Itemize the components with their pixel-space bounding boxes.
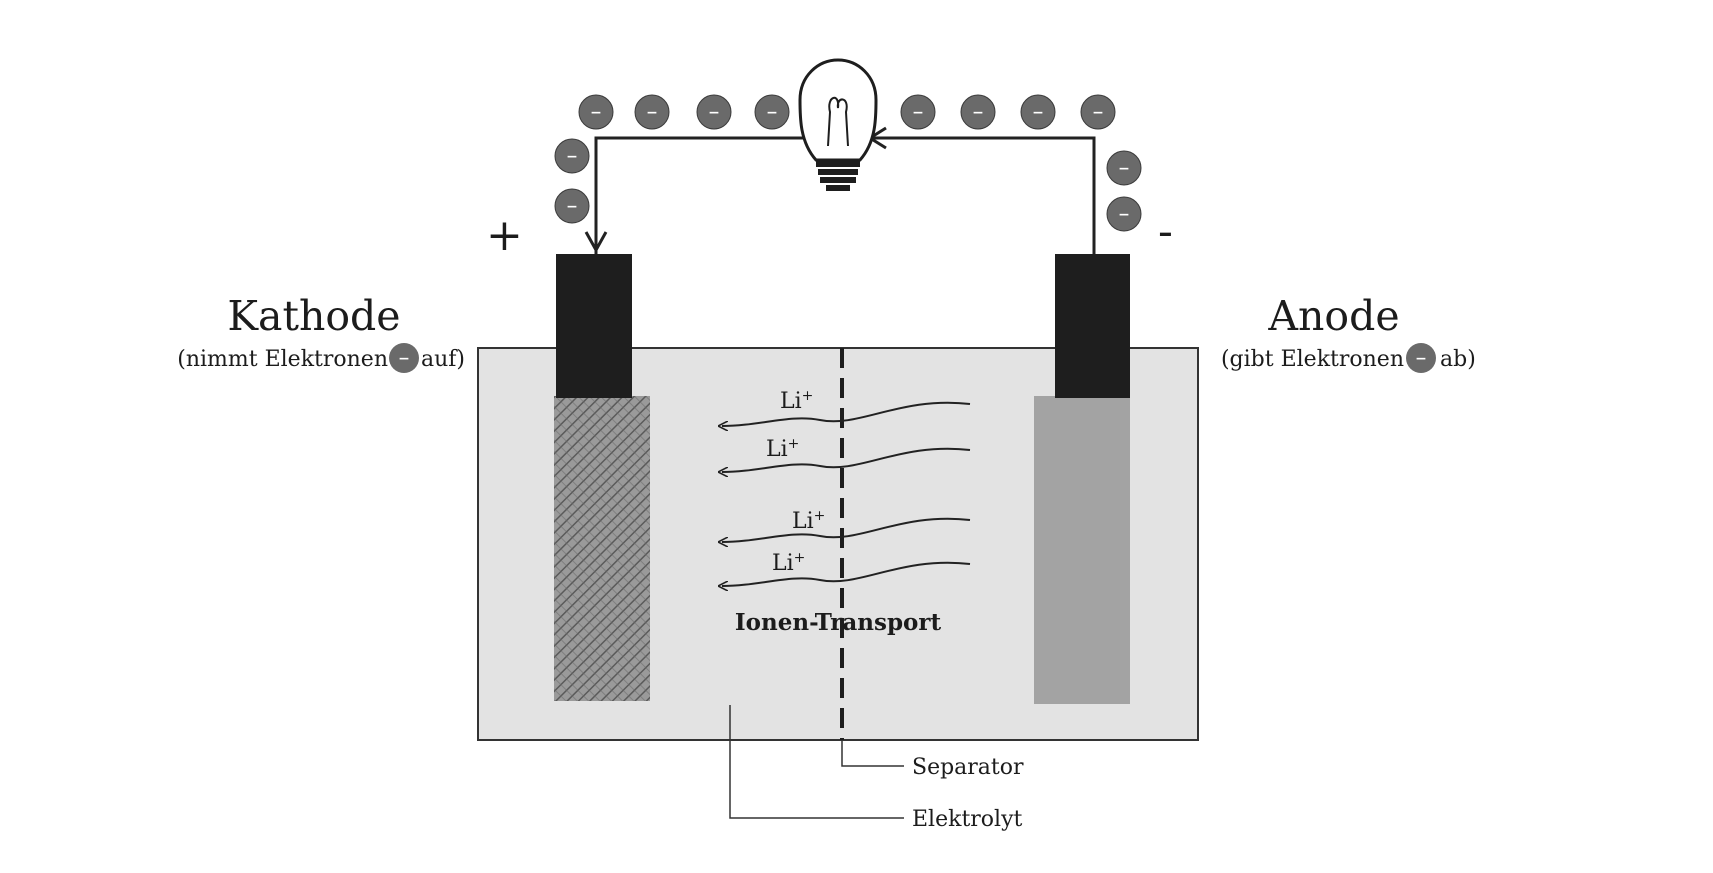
anode-subtitle-pre: (gibt Elektronen [1221, 347, 1404, 372]
electron-minus-sign: − [766, 105, 778, 121]
ion-arrow [722, 561, 971, 586]
electron-minus-cathode-label: − [398, 351, 410, 367]
electron-minus-anode-label: − [1415, 351, 1427, 367]
electron-minus-sign: − [1118, 161, 1130, 177]
anode-title: Anode [1267, 292, 1399, 340]
separator-leader-line [841, 740, 904, 767]
cathode-cap [556, 254, 632, 398]
ion-flow-group: Li+Li+Li+Li+ [722, 388, 971, 586]
electron-icon-anode-label [1406, 343, 1436, 373]
light-bulb-icon [798, 58, 878, 191]
anode-electrode [1034, 254, 1130, 704]
electron-minus-sign: − [646, 105, 658, 121]
electron-group: − − − − − − − − − − − − [554, 94, 1142, 232]
plus-sign: + [486, 210, 523, 261]
electron-minus-sign: − [912, 105, 924, 121]
cathode-subtitle-pre: (nimmt Elektronen [177, 347, 388, 372]
electrolyte-leader-line [729, 705, 904, 819]
ion-arrow [722, 517, 971, 542]
electron-icon [1106, 150, 1142, 186]
cathode-subtitle-post: auf) [421, 347, 465, 372]
anode-subtitle-post: ab) [1440, 347, 1476, 372]
electron-minus-sign: − [1032, 105, 1044, 121]
electron-minus-sign: − [566, 199, 578, 215]
electron-minus-sign: − [1092, 105, 1104, 121]
electron-icon [578, 94, 614, 130]
electron-minus-sign: − [590, 105, 602, 121]
electrolyte-label: Elektrolyt [912, 807, 1023, 832]
ion-arrow [722, 401, 971, 426]
electron-icon [554, 188, 590, 224]
electron-minus-sign: − [972, 105, 984, 121]
wire-arrow-cathode [584, 231, 608, 254]
ion-arrow [722, 447, 971, 472]
electron-minus-sign: − [566, 149, 578, 165]
electron-icon [960, 94, 996, 130]
electron-icon [1020, 94, 1056, 130]
electron-icon [696, 94, 732, 130]
electron-icon [554, 138, 590, 174]
minus-sign: - [1158, 206, 1173, 257]
anode-body [1034, 396, 1130, 704]
electron-minus-sign: − [1118, 207, 1130, 223]
electron-icon [1080, 94, 1116, 130]
electron-icon [900, 94, 936, 130]
electron-icon [754, 94, 790, 130]
electron-icon-cathode-label [389, 343, 419, 373]
separator-label: Separator [912, 755, 1024, 780]
electron-icon [634, 94, 670, 130]
electron-minus-sign: − [708, 105, 720, 121]
cathode-electrode [554, 254, 650, 701]
transport-label: Ionen-Transport [735, 609, 942, 636]
electron-icon [1106, 196, 1142, 232]
anode-cap [1055, 254, 1130, 398]
cathode-title: Kathode [227, 292, 400, 340]
